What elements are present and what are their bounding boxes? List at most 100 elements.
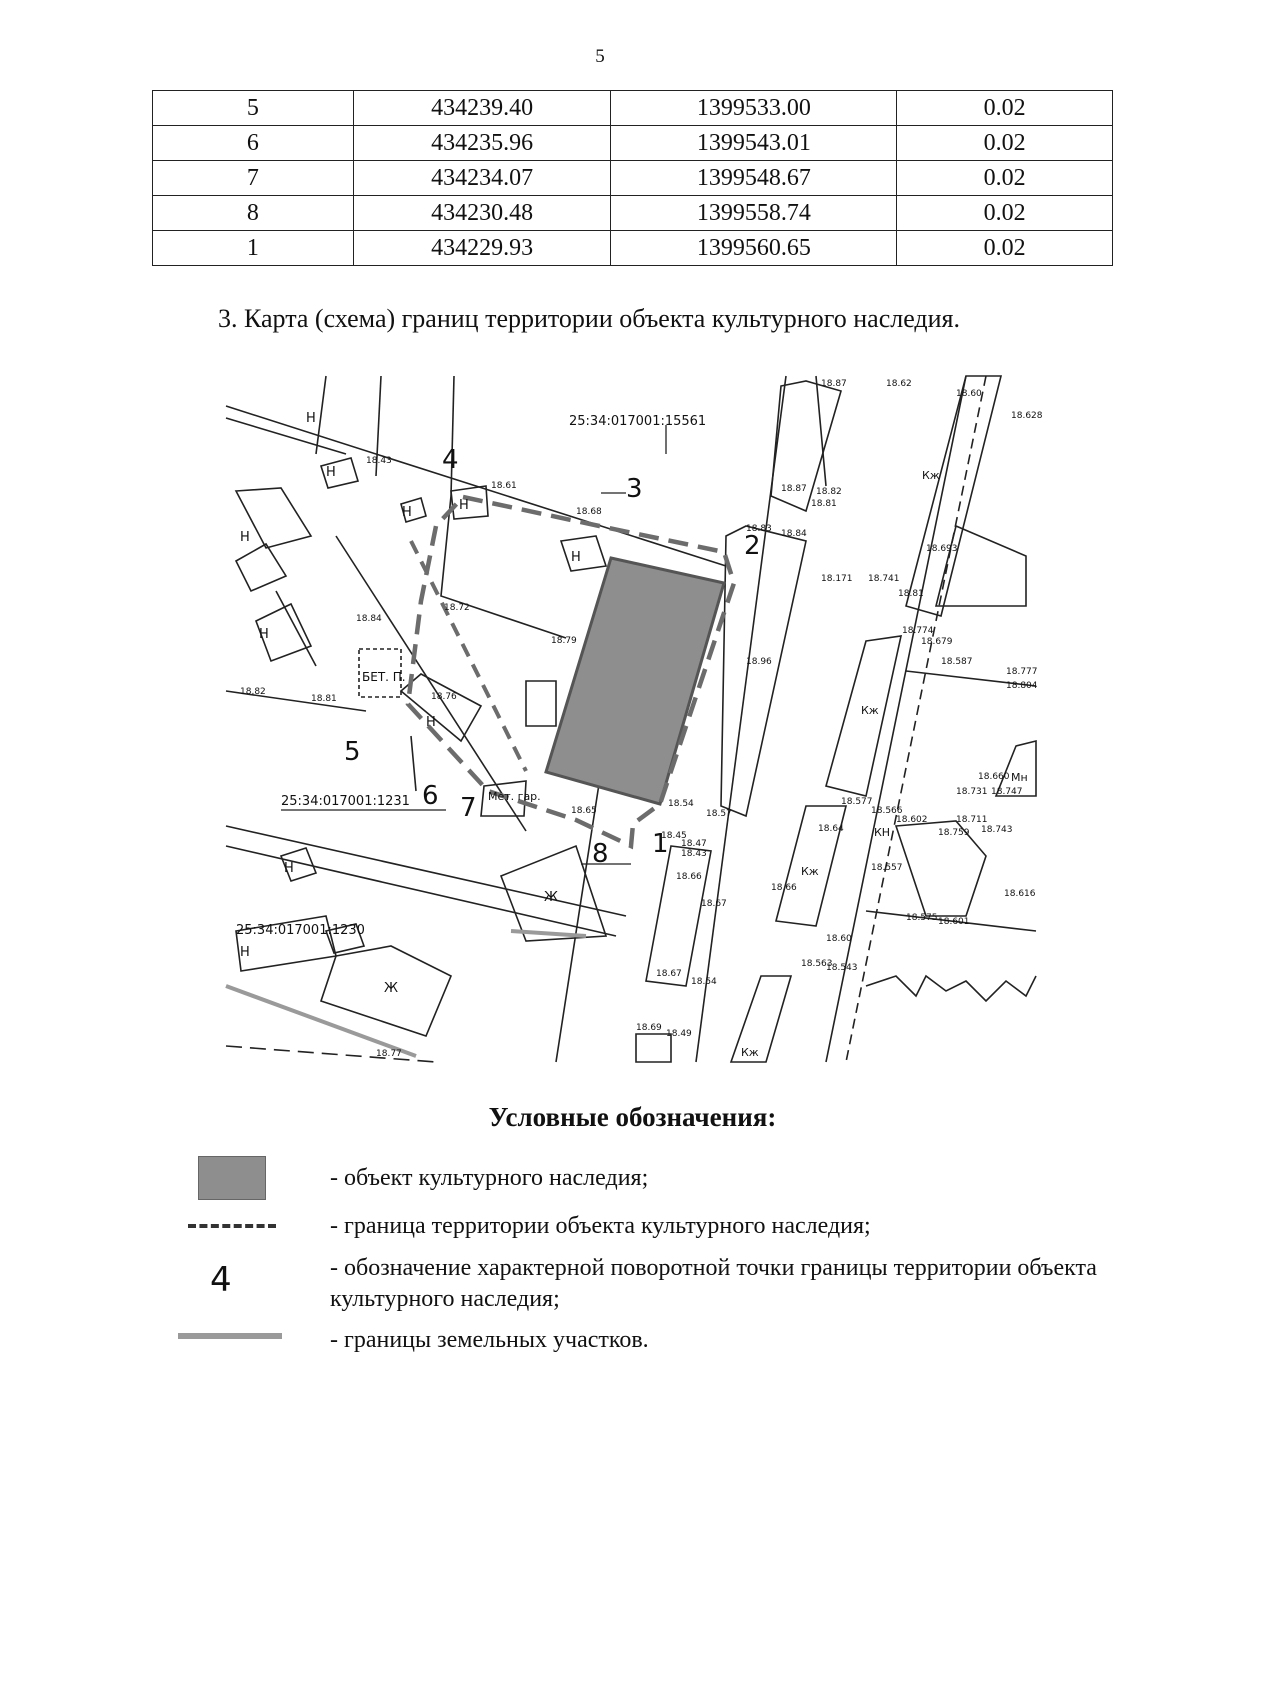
building-outline: [905, 375, 1003, 617]
building-outline: [525, 680, 557, 727]
elevation-label: 18.49: [666, 1029, 692, 1039]
elevation-label: 18.741: [868, 574, 900, 584]
building-label: Кж: [741, 1046, 759, 1059]
building-label: Н: [426, 715, 436, 730]
road-line: [225, 1045, 437, 1063]
parcel-line: [450, 375, 455, 497]
table-row: 7 434234.07 1399548.67 0.02: [152, 160, 1113, 196]
parcel-line: [375, 375, 382, 477]
elevation-label: 18.57: [706, 809, 732, 819]
building-label: Ж: [384, 981, 398, 996]
accuracy-cell: 0.02: [896, 125, 1113, 161]
building-outline: [319, 945, 453, 1037]
building-outline: [894, 820, 987, 917]
x-coordinate-cell: 434235.96: [352, 125, 612, 161]
building-outline: [254, 602, 313, 663]
parcel-line: [315, 375, 327, 455]
cadastral-number-label: 25:34:017001:1230: [236, 923, 365, 938]
building-outline: [480, 780, 527, 817]
road-line: [225, 825, 627, 917]
elevation-label: 18.87: [781, 484, 807, 494]
elevation-label: 18.64: [818, 824, 844, 834]
boundary-point-label: 3: [626, 474, 643, 504]
elevation-label: 18.616: [1004, 889, 1036, 899]
elevation-label: 18.602: [896, 815, 928, 825]
elevation-label: 18.82: [240, 687, 266, 697]
point-number-cell: 5: [152, 90, 354, 126]
accuracy-cell: 0.02: [896, 160, 1113, 196]
road-line: [905, 670, 1037, 687]
building-outline: [399, 673, 483, 743]
y-coordinate-cell: 1399558.74: [610, 195, 898, 231]
territory-boundary: [405, 494, 737, 850]
road-line: [865, 910, 1037, 932]
building-label: Н: [240, 945, 250, 960]
x-coordinate-cell: 434230.48: [352, 195, 612, 231]
elevation-label: 18.72: [444, 603, 470, 613]
elevation-label: 18.47: [681, 839, 707, 849]
elevation-label: 18.45: [661, 831, 687, 841]
building-outline: [729, 975, 793, 1063]
elevation-label: 18.774: [902, 626, 934, 636]
elevation-label: 18.601: [938, 917, 970, 927]
elevation-label: 18.67: [701, 899, 727, 909]
elevation-label: 18.81: [811, 499, 837, 509]
elevation-labels: 18.43 18.61 18.68 18.72 18.79 18.84 18.7…: [240, 379, 1043, 1059]
road-line: [225, 690, 367, 712]
elevation-label: 18.68: [576, 507, 602, 517]
building-label: Н: [459, 498, 469, 513]
heritage-object: [544, 556, 726, 806]
y-coordinate-cell: 1399543.01: [610, 125, 898, 161]
building-label: Ж: [544, 890, 558, 905]
table-row: 5 434239.40 1399533.00 0.02: [152, 90, 1113, 126]
building-outline: [499, 844, 608, 942]
parcel-line: [440, 495, 567, 639]
elevation-label: 18.587: [941, 657, 973, 667]
territory-boundary-symbol: [188, 1224, 276, 1228]
building-label: Кж: [922, 469, 940, 482]
building-label: Мет. гар.: [488, 790, 541, 803]
building-outline: [770, 380, 842, 513]
building-label: Кж: [861, 704, 879, 717]
building-label: Н: [240, 530, 250, 545]
elevation-label: 18.660: [978, 772, 1010, 782]
building-outline: [825, 635, 903, 797]
elevation-label: 18.566: [871, 806, 903, 816]
x-coordinate-cell: 434229.93: [352, 230, 612, 266]
elevation-label: 18.43: [366, 456, 392, 466]
building-label: Н: [402, 505, 412, 520]
building-outline: [279, 847, 318, 882]
point-number-cell: 1: [152, 230, 354, 266]
elevation-label: 18.54: [691, 977, 717, 987]
accuracy-cell: 0.02: [896, 195, 1113, 231]
elevation-label: 18.54: [668, 799, 694, 809]
building-label: Кж: [801, 865, 819, 878]
coordinates-table: 5 434239.40 1399533.00 0.02 6 434235.96 …: [152, 90, 1113, 266]
page-number: 5: [595, 46, 605, 67]
elevation-label: 18.83: [746, 524, 772, 534]
elevation-label: 18.577: [841, 797, 873, 807]
boundary-point-label: 6: [422, 781, 439, 811]
elevation-label: 18.96: [746, 657, 772, 667]
boundary-point-label: 7: [460, 793, 477, 823]
accuracy-cell: 0.02: [896, 230, 1113, 266]
legend-item-text: - объект культурного наследия;: [330, 1165, 649, 1191]
section-title: 3. Карта (схема) границ территории объек…: [218, 304, 961, 333]
building-outline: [400, 496, 427, 524]
road-line: [275, 590, 317, 667]
elevation-label: 18.563: [801, 959, 833, 969]
parcel-boundary-line: [225, 984, 417, 1058]
building-label: КН: [874, 826, 890, 839]
elevation-label: 18.777: [1006, 667, 1038, 677]
boundary-point-label: 2: [744, 531, 761, 561]
road-line: [225, 417, 347, 455]
table-row: 1 434229.93 1399560.65 0.02: [152, 230, 1113, 266]
y-coordinate-cell: 1399560.65: [610, 230, 898, 266]
building-label: БЕТ. П.: [362, 670, 406, 684]
point-number-cell: 8: [152, 195, 354, 231]
building-outline: [319, 457, 360, 489]
elevation-label: 18.43: [681, 849, 707, 859]
elevation-label: 18.693: [926, 544, 958, 554]
elevation-label: 18.82: [816, 487, 842, 497]
elevation-label: 18.84: [356, 614, 382, 624]
